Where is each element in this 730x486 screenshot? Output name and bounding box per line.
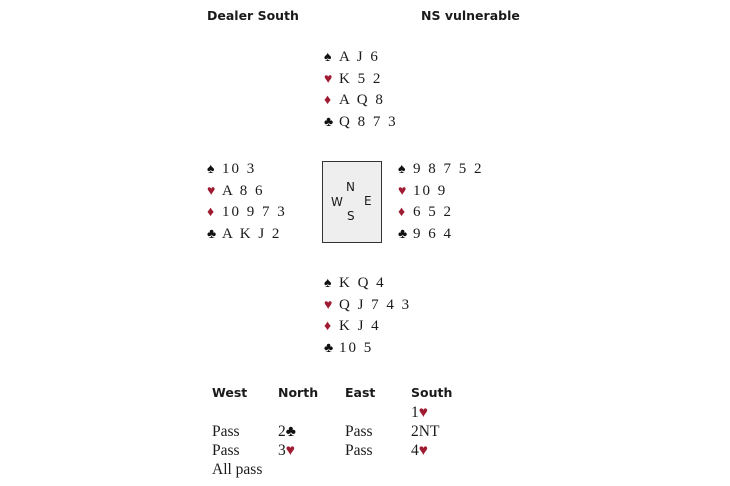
west-hand: ♠ 10 3 ♥ A 8 6 ♦ 10 9 7 3 ♣ A K J 2 [207,159,287,246]
auction-call: Pass [212,423,240,440]
auction-header-west: West [212,385,248,400]
heart-icon: ♥ [418,442,428,459]
auction-call: 2♣ [278,423,296,440]
auction-call: Pass [345,442,373,459]
compass-box: N W E S [322,161,382,243]
west-hearts: A 8 6 [222,182,265,199]
auction-east-column: East Pass Pass [345,383,375,460]
spade-icon: ♠ [398,162,406,177]
auction-call: 1♥ [411,404,428,421]
west-spades: 10 3 [222,161,257,177]
diamond-icon: ♦ [324,93,332,109]
compass-west: W [331,195,343,209]
west-diamonds: 10 9 7 3 [222,204,287,221]
west-clubs: A K J 2 [222,226,282,243]
north-clubs: Q 8 7 3 [339,114,398,131]
auction-header-north: North [278,385,319,400]
compass-south: S [347,209,355,223]
diamond-icon: ♦ [207,205,215,221]
heart-icon: ♥ [418,404,428,421]
north-hand: ♠ A J 6 ♥ K 5 2 ♦ A Q 8 ♣ Q 8 7 3 [324,47,398,134]
auction-call [345,403,375,422]
club-icon: ♣ [324,115,334,131]
east-clubs: 9 6 4 [413,226,453,243]
diamond-icon: ♦ [398,205,406,221]
club-icon: ♣ [324,341,334,357]
club-icon: ♣ [285,423,296,440]
auction-call: Pass [345,423,373,440]
auction-call: Pass [212,442,240,459]
auction-header-east: East [345,385,376,400]
heart-icon: ♥ [207,183,216,199]
north-diamonds: A Q 8 [339,92,385,109]
spade-icon: ♠ [324,50,332,65]
auction-call [212,403,262,422]
compass-east: E [364,194,372,208]
south-hearts: Q J 7 4 3 [339,296,412,313]
spade-icon: ♠ [207,162,215,177]
auction-call: 4♥ [411,442,428,459]
auction-west-column: West Pass Pass All pass [212,383,262,479]
heart-icon: ♥ [324,71,333,87]
auction-call [278,403,318,422]
east-diamonds: 6 5 2 [413,204,453,221]
heart-icon: ♥ [324,297,333,313]
south-spades: K Q 4 [339,275,386,291]
auction-call: 3♥ [278,442,295,459]
club-icon: ♣ [207,227,217,243]
east-hand: ♠ 9 8 7 5 2 ♥ 10 9 ♦ 6 5 2 ♣ 9 6 4 [398,159,484,246]
auction-south-column: South 1♥ 2NT 4♥ [411,383,452,460]
spade-icon: ♠ [324,276,332,291]
north-hearts: K 5 2 [339,70,383,87]
auction-header-south: South [411,385,453,400]
auction-north-column: North 2♣ 3♥ [278,383,318,460]
club-icon: ♣ [398,227,408,243]
compass-north: N [346,180,355,194]
south-clubs: 10 5 [339,340,374,357]
south-diamonds: K J 4 [339,318,381,335]
heart-icon: ♥ [285,442,295,459]
north-spades: A J 6 [339,49,380,65]
auction-call: 2NT [411,423,440,440]
diamond-icon: ♦ [324,319,332,335]
auction-call: All pass [212,461,263,478]
east-hearts: 10 9 [413,182,448,199]
dealer-label: Dealer South [207,8,299,23]
south-hand: ♠ K Q 4 ♥ Q J 7 4 3 ♦ K J 4 ♣ 10 5 [324,273,411,360]
east-spades: 9 8 7 5 2 [413,161,484,177]
vulnerability-label: NS vulnerable [421,8,520,23]
heart-icon: ♥ [398,183,407,199]
